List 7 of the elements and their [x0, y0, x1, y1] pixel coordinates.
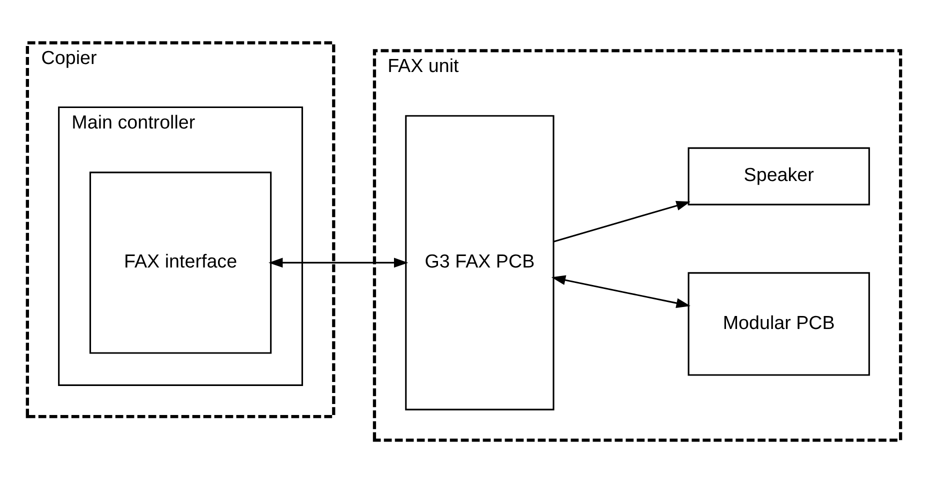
- arrow: [268, 258, 408, 268]
- arrow: [553, 200, 690, 242]
- node-box: Speaker: [688, 147, 870, 206]
- arrow: [551, 275, 690, 308]
- node-box: FAX interface: [89, 172, 272, 354]
- node-box: G3 FAX PCB: [405, 115, 554, 410]
- node-box: Modular PCB: [688, 272, 870, 376]
